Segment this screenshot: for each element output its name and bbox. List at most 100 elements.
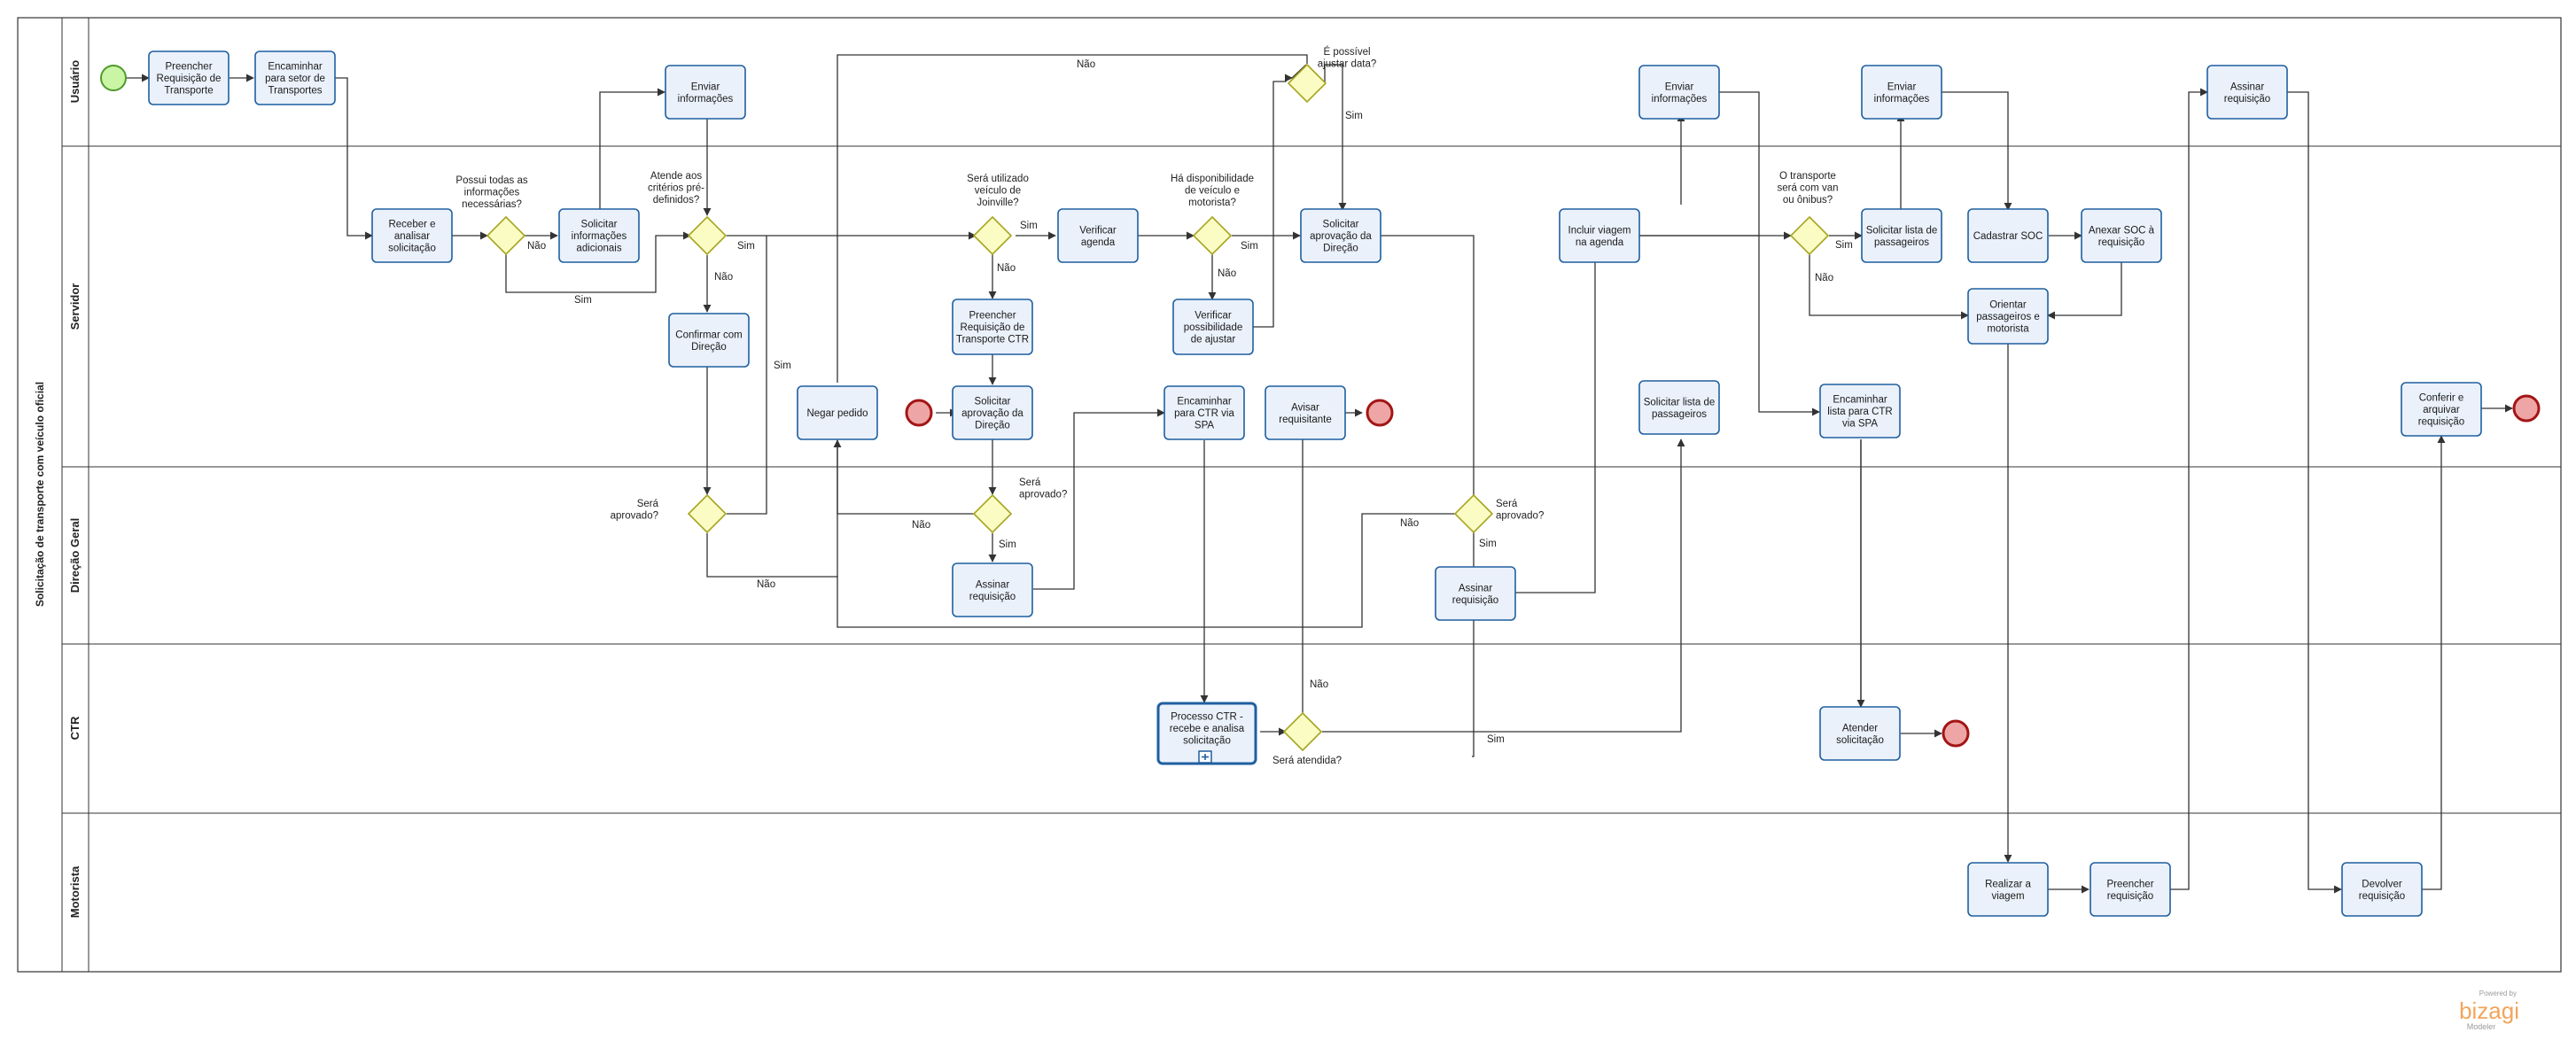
task-box[interactable] (1559, 208, 1640, 263)
end-event[interactable] (1366, 399, 1394, 427)
task-box[interactable] (1967, 208, 2049, 263)
lane-labels: Usuário Servidor Direção Geral CTR Motor… (68, 60, 82, 919)
task-box[interactable] (665, 65, 746, 120)
task-box[interactable] (1967, 862, 2049, 917)
task-label: Direção (975, 421, 1010, 431)
task-box[interactable] (2090, 862, 2171, 917)
task-box[interactable] (2081, 208, 2162, 263)
gateway-diamond[interactable] (1453, 493, 1494, 534)
task-box[interactable] (1300, 208, 1381, 263)
task-box[interactable] (1172, 299, 1254, 355)
task-box[interactable] (797, 385, 878, 440)
task-box[interactable] (558, 208, 640, 263)
task-box[interactable] (952, 385, 1033, 440)
end-event[interactable] (2512, 394, 2541, 423)
gateway-diamond[interactable] (972, 215, 1013, 256)
task-label: Conferir e (2419, 393, 2464, 404)
task-label: Preencher (969, 311, 1016, 322)
task-box[interactable] (2401, 382, 2482, 437)
task-box[interactable] (1638, 65, 1720, 120)
gateway-g9[interactable]: Será atendida? (1272, 711, 1342, 766)
gateway-diamond[interactable] (972, 493, 1013, 534)
task-box[interactable] (1819, 384, 1901, 438)
gateway-diamond[interactable] (1192, 215, 1233, 256)
gateway-question: Será utilizado (967, 174, 1029, 184)
end-event[interactable] (905, 399, 933, 427)
task-box[interactable] (952, 299, 1033, 355)
task-box[interactable] (1638, 380, 1720, 435)
gateway-diamond[interactable] (1789, 215, 1830, 256)
task-box[interactable] (1265, 385, 1346, 440)
task-box[interactable] (1861, 65, 1942, 120)
task-box[interactable] (1819, 706, 1901, 761)
task-t28[interactable]: Processo CTR -recebe e analisasolicitaçã… (1156, 702, 1257, 765)
task-box[interactable] (1435, 566, 1516, 621)
gateway-diamond[interactable] (1287, 63, 1327, 104)
task-box[interactable] (668, 313, 750, 368)
edge-label-sim: Sim (1020, 221, 1038, 231)
task-box[interactable] (952, 562, 1033, 617)
task-box[interactable] (1163, 385, 1245, 440)
edge-label-sim: Sim (1835, 240, 1853, 251)
task-box[interactable] (1861, 208, 1942, 263)
end-event[interactable] (1942, 719, 1970, 748)
task-label: adicionais (576, 244, 621, 254)
gateway-diamond[interactable] (687, 493, 728, 534)
task-box[interactable] (2341, 862, 2423, 917)
task-box[interactable] (371, 208, 453, 263)
gateway-diamond[interactable] (486, 215, 526, 256)
task-box[interactable] (1156, 702, 1257, 765)
gateway-diamond[interactable] (687, 215, 728, 256)
gateway-diamond[interactable] (1282, 711, 1323, 752)
task-box[interactable] (148, 50, 230, 105)
task-box[interactable] (1967, 288, 2049, 345)
task-label: Assinar (1459, 583, 1493, 593)
task-box[interactable] (254, 50, 336, 105)
task-box[interactable] (2206, 65, 2288, 120)
task-t21[interactable]: Cadastrar SOC (1967, 208, 2049, 263)
task-t10[interactable]: Negar pedido (797, 385, 878, 440)
task-box[interactable] (1057, 208, 1139, 263)
start-event[interactable] (100, 65, 127, 91)
task-label: Realizar a (1985, 879, 2031, 889)
